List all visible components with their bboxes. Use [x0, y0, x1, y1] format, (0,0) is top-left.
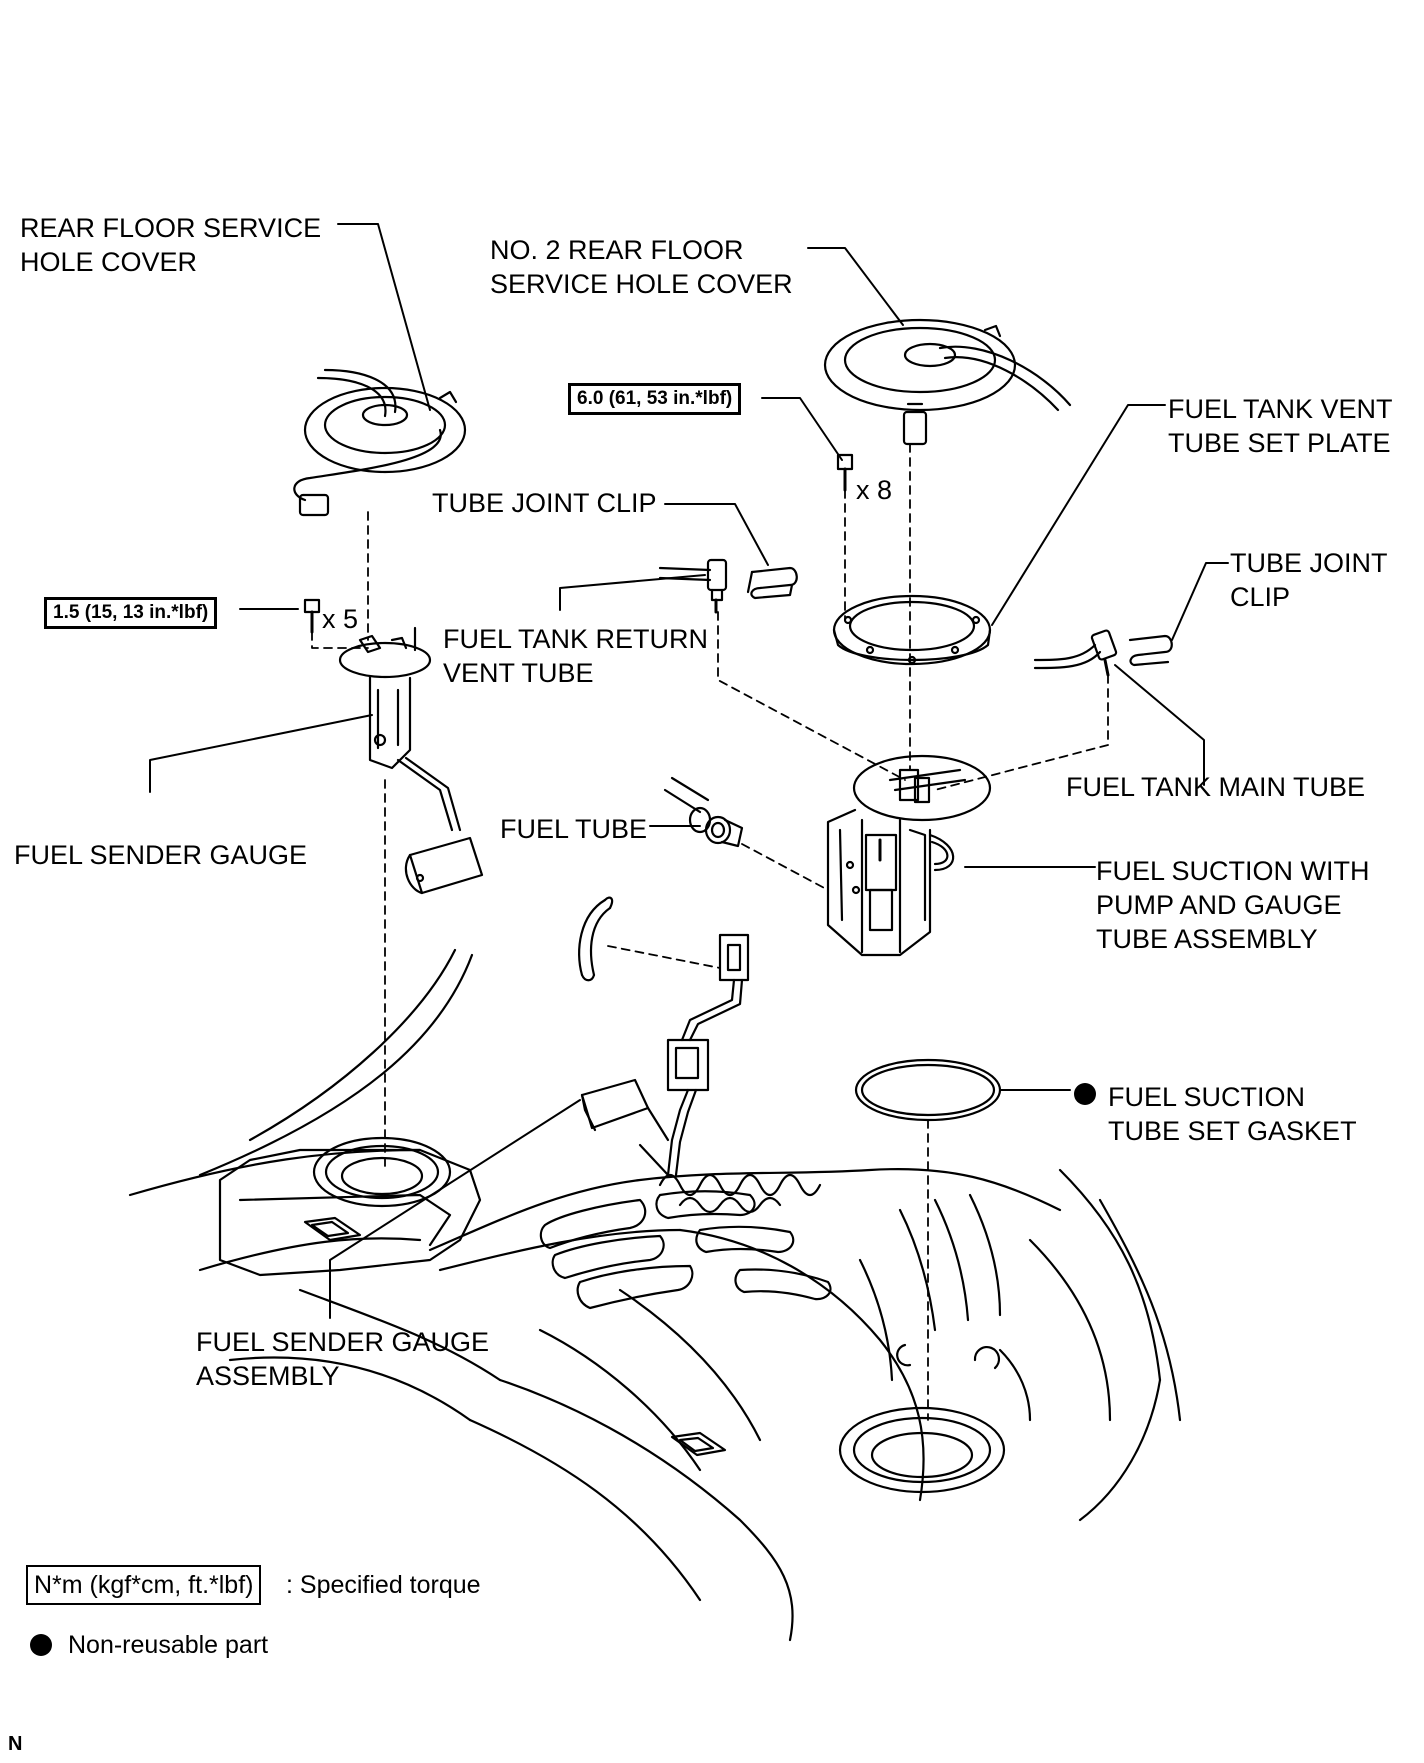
- label-line: VENT TUBE: [443, 658, 594, 688]
- rear-floor-service-hole-cover: [293, 368, 467, 517]
- return-vent-tube: [658, 558, 728, 614]
- label-line: FUEL TUBE: [500, 814, 648, 844]
- legend-torque-description: : Specified torque: [286, 1571, 481, 1599]
- bolt-left-icon: [303, 598, 321, 634]
- torque-spec-left: 1.5 (15, 13 in.*lbf): [44, 597, 218, 629]
- label-line: TUBE SET GASKET: [1108, 1116, 1357, 1146]
- legend-non-reusable-icon: [30, 1634, 52, 1656]
- label-fuel-tube: FUEL TUBE: [500, 812, 647, 846]
- label-line: TUBE SET PLATE: [1168, 428, 1391, 458]
- label-line: PUMP AND GAUGE: [1096, 890, 1342, 920]
- label-vent-tube-set-plate: FUEL TANK VENT TUBE SET PLATE: [1168, 392, 1393, 460]
- fuel-tank-main-tube: [1033, 629, 1118, 677]
- label-line: FUEL SUCTION: [1108, 1082, 1306, 1112]
- bolt-count-left: x 5: [322, 604, 359, 634]
- label-fuel-tank-main-tube: FUEL TANK MAIN TUBE: [1066, 770, 1365, 804]
- label-line: REAR FLOOR SERVICE: [20, 213, 322, 243]
- label-line: ASSEMBLY: [196, 1361, 340, 1391]
- label-line: FUEL SENDER GAUGE: [196, 1327, 490, 1357]
- label-fuel-suction-tube-set-gasket: FUEL SUCTION TUBE SET GASKET: [1108, 1080, 1357, 1148]
- label-return-vent-tube: FUEL TANK RETURN VENT TUBE: [443, 622, 708, 690]
- fuel-sender-gauge: [338, 626, 484, 895]
- label-tube-joint-clip-right: TUBE JOINT CLIP: [1230, 546, 1388, 614]
- vehicle-floor: [128, 948, 1182, 1642]
- no2-rear-floor-service-hole-cover: [823, 318, 1072, 446]
- label-line: TUBE JOINT: [1230, 548, 1388, 578]
- fuel-suction-pump-assembly: [826, 754, 992, 957]
- label-tube-joint-clip-left: TUBE JOINT CLIP: [432, 486, 657, 520]
- label-rear-floor-service-hole-cover: REAR FLOOR SERVICE HOLE COVER: [20, 211, 321, 279]
- label-fuel-sender-gauge: FUEL SENDER GAUGE: [14, 838, 307, 872]
- label-line: FUEL TANK MAIN TUBE: [1066, 772, 1366, 802]
- fuel-sender-gauge-assembly: [578, 896, 750, 1177]
- label-line: TUBE ASSEMBLY: [1096, 924, 1318, 954]
- fuel-suction-tube-set-gasket: [854, 1058, 1002, 1122]
- label-line: FUEL SENDER GAUGE: [14, 840, 308, 870]
- label-fuel-sender-gauge-assembly: FUEL SENDER GAUGE ASSEMBLY: [196, 1325, 489, 1393]
- label-line: FUEL SUCTION WITH: [1096, 856, 1370, 886]
- torque-spec-right: 6.0 (61, 53 in.*lbf): [568, 383, 742, 415]
- non-reusable-marker-icon: [1074, 1083, 1096, 1105]
- label-line: SERVICE HOLE COVER: [490, 269, 793, 299]
- label-line: TUBE JOINT CLIP: [432, 488, 657, 518]
- vent-tube-set-plate: [832, 594, 992, 666]
- label-fuel-suction-pump-assembly: FUEL SUCTION WITH PUMP AND GAUGE TUBE AS…: [1096, 854, 1370, 956]
- label-line: NO. 2 REAR FLOOR: [490, 235, 744, 265]
- bolt-right-icon: [836, 453, 854, 492]
- tube-joint-clip-right: [1128, 634, 1173, 667]
- label-line: FUEL TANK VENT: [1168, 394, 1393, 424]
- bolt-count-right: x 8: [856, 475, 893, 505]
- label-no2-rear-floor-service-hole-cover: NO. 2 REAR FLOOR SERVICE HOLE COVER: [490, 233, 793, 301]
- legend-torque-box: N*m (kgf*cm, ft.*lbf): [26, 1565, 262, 1605]
- legend-non-reusable-label: Non-reusable part: [68, 1631, 269, 1659]
- leader-lines: [149, 223, 1229, 1319]
- tube-joint-clip-left: [746, 566, 798, 600]
- alignment-lines: [311, 443, 1109, 1421]
- label-line: HOLE COVER: [20, 247, 198, 277]
- label-line: FUEL TANK RETURN: [443, 624, 709, 654]
- label-line: CLIP: [1230, 582, 1291, 612]
- fuel-tube: [663, 776, 744, 848]
- figure-code: N: [8, 1733, 23, 1755]
